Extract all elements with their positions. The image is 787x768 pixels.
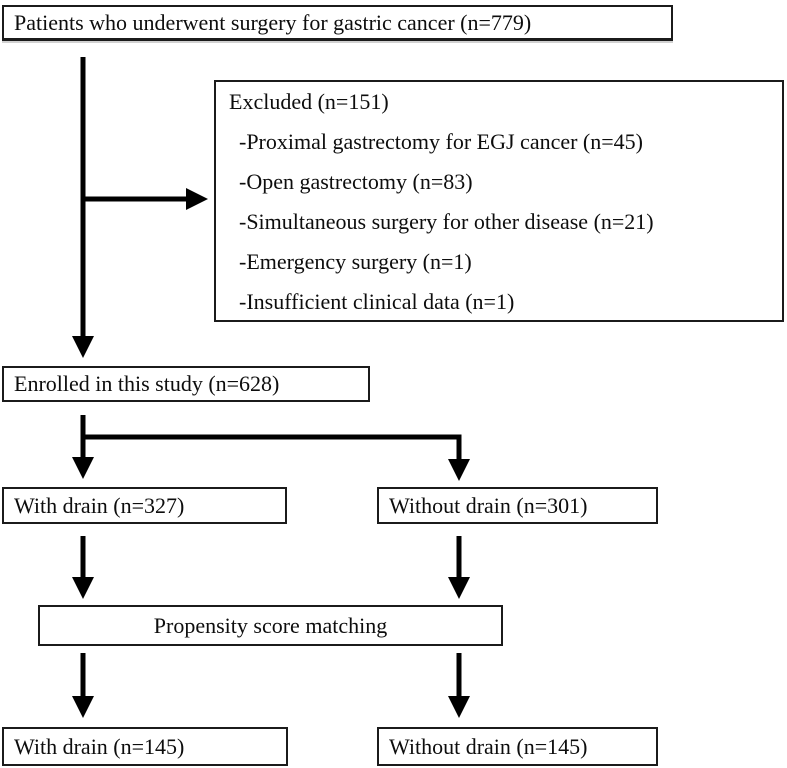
box-without-drain-matched-label: Without drain (n=145)	[389, 733, 588, 759]
box-with-drain-matched-label: With drain (n=145)	[14, 733, 185, 759]
box-enrolled: Enrolled in this study (n=628)	[2, 366, 370, 402]
box-enrolled-label: Enrolled in this study (n=628)	[14, 371, 280, 396]
excluded-title: Excluded (n=151)	[229, 89, 389, 114]
box-with-drain-label: With drain (n=327)	[14, 492, 185, 518]
excluded-item-insufficient-data: -Insufficient clinical data (n=1)	[239, 289, 515, 314]
box-propensity-matching: Propensity score matching	[38, 605, 503, 646]
box-with-drain-matched: With drain (n=145)	[2, 727, 288, 766]
box-propensity-matching-label: Propensity score matching	[153, 612, 388, 638]
arrow-to-excluded	[80, 188, 208, 210]
box-without-drain-label: Without drain (n=301)	[389, 492, 588, 518]
excluded-item-proximal-gastrectomy: -Proximal gastrectomy for EGJ cancer (n=…	[239, 129, 643, 154]
arrow-with-drain-to-psm	[72, 536, 94, 599]
box-excluded: Excluded (n=151) -Proximal gastrectomy f…	[214, 80, 784, 322]
box-without-drain-matched: Without drain (n=145)	[377, 727, 658, 766]
box-without-drain: Without drain (n=301)	[377, 487, 658, 524]
box-with-drain: With drain (n=327)	[2, 487, 287, 524]
arrow-enrolled-to-without-drain	[448, 434, 470, 481]
excluded-item-open-gastrectomy: -Open gastrectomy (n=83)	[239, 169, 473, 194]
box-patients-total-label: Patients who underwent surgery for gastr…	[14, 9, 532, 35]
arrow-without-drain-to-psm	[448, 536, 470, 599]
arrow-top-to-enrolled	[72, 57, 94, 358]
arrow-psm-to-with-drain-matched	[72, 653, 94, 718]
arrow-psm-to-without-drain-matched	[448, 653, 470, 718]
arrow-enrolled-to-with-drain	[72, 415, 94, 479]
excluded-item-simultaneous-surgery: -Simultaneous surgery for other disease …	[239, 209, 654, 234]
box-patients-total: Patients who underwent surgery for gastr…	[2, 5, 673, 41]
excluded-item-emergency-surgery: -Emergency surgery (n=1)	[239, 249, 472, 274]
